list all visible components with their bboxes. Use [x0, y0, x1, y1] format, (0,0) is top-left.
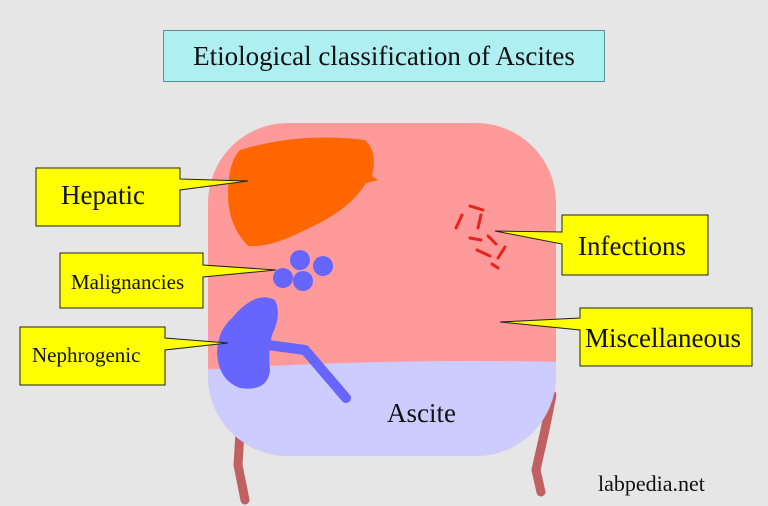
nephrogenic-label: Nephrogenic	[32, 343, 141, 367]
watermark: labpedia.net	[598, 471, 705, 496]
tumor-cell	[273, 268, 293, 288]
infections-callout	[494, 214, 709, 276]
liver	[228, 137, 378, 247]
infections-label: Infections	[578, 231, 686, 261]
right-leg	[531, 390, 557, 497]
hepatic-label: Hepatic	[61, 180, 145, 210]
diagram-title: Etiological classification of Ascites	[163, 30, 605, 82]
malignancy-cells	[273, 250, 333, 291]
bacteria	[454, 204, 507, 270]
malignancies-callout	[59, 252, 277, 309]
hepatic-callout	[35, 167, 249, 227]
malignancies-label: Malignancies	[71, 270, 185, 294]
tumor-cell	[290, 250, 310, 270]
ascitic-fluid	[208, 361, 556, 456]
kidney	[217, 297, 351, 403]
miscellaneous-label: Miscellaneous	[585, 323, 741, 353]
tumor-cell	[293, 271, 313, 291]
nephrogenic-callout	[19, 326, 229, 386]
ascite-label: Ascite	[387, 398, 456, 428]
tumor-cell	[313, 256, 333, 276]
miscellaneous-callout	[499, 307, 753, 367]
